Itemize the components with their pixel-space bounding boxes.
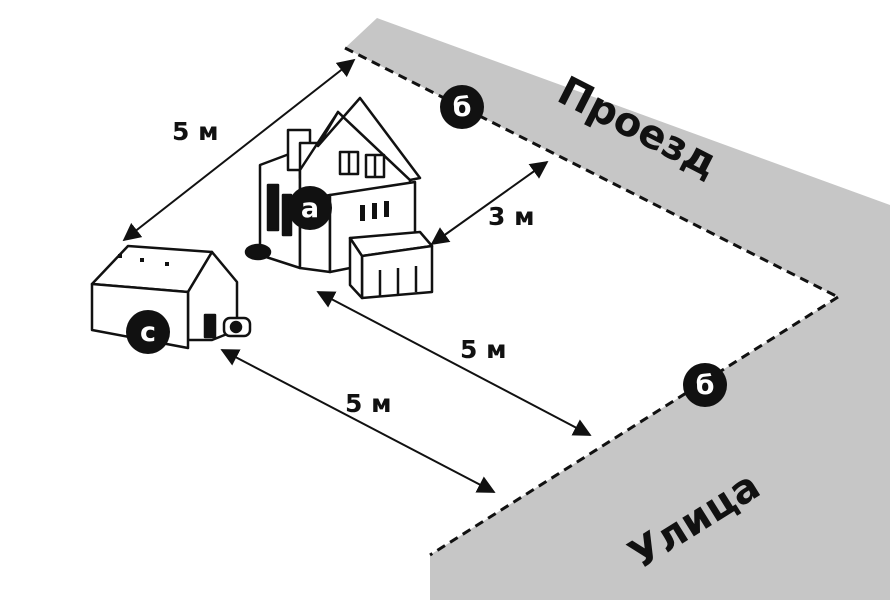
dimension-label-shed-top: 5 м	[172, 117, 219, 146]
dimension-arrow-shed-street	[220, 349, 496, 493]
svg-text:б: б	[453, 92, 472, 123]
main-house-icon	[244, 96, 434, 300]
top-boundary-line	[344, 46, 839, 299]
svg-text:с: с	[140, 317, 156, 348]
svg-text:а: а	[301, 193, 319, 224]
marker-boundary-street: б	[683, 363, 727, 407]
dimension-label-shed-street: 5 м	[345, 389, 392, 418]
driveway-road	[345, 18, 890, 600]
marker-boundary-top: б	[440, 85, 484, 129]
dimension-label-house-driveway: 3 м	[488, 202, 535, 231]
dimension-arrow-shed-top	[122, 58, 356, 242]
dimension-label-house-street: 5 м	[460, 335, 507, 364]
street-boundary-line	[429, 295, 839, 557]
svg-text:б: б	[696, 370, 715, 401]
marker-shed: с	[126, 310, 170, 354]
shed-icon	[90, 244, 252, 350]
marker-house: а	[288, 186, 332, 230]
dimension-arrow-house-driveway	[430, 160, 549, 246]
